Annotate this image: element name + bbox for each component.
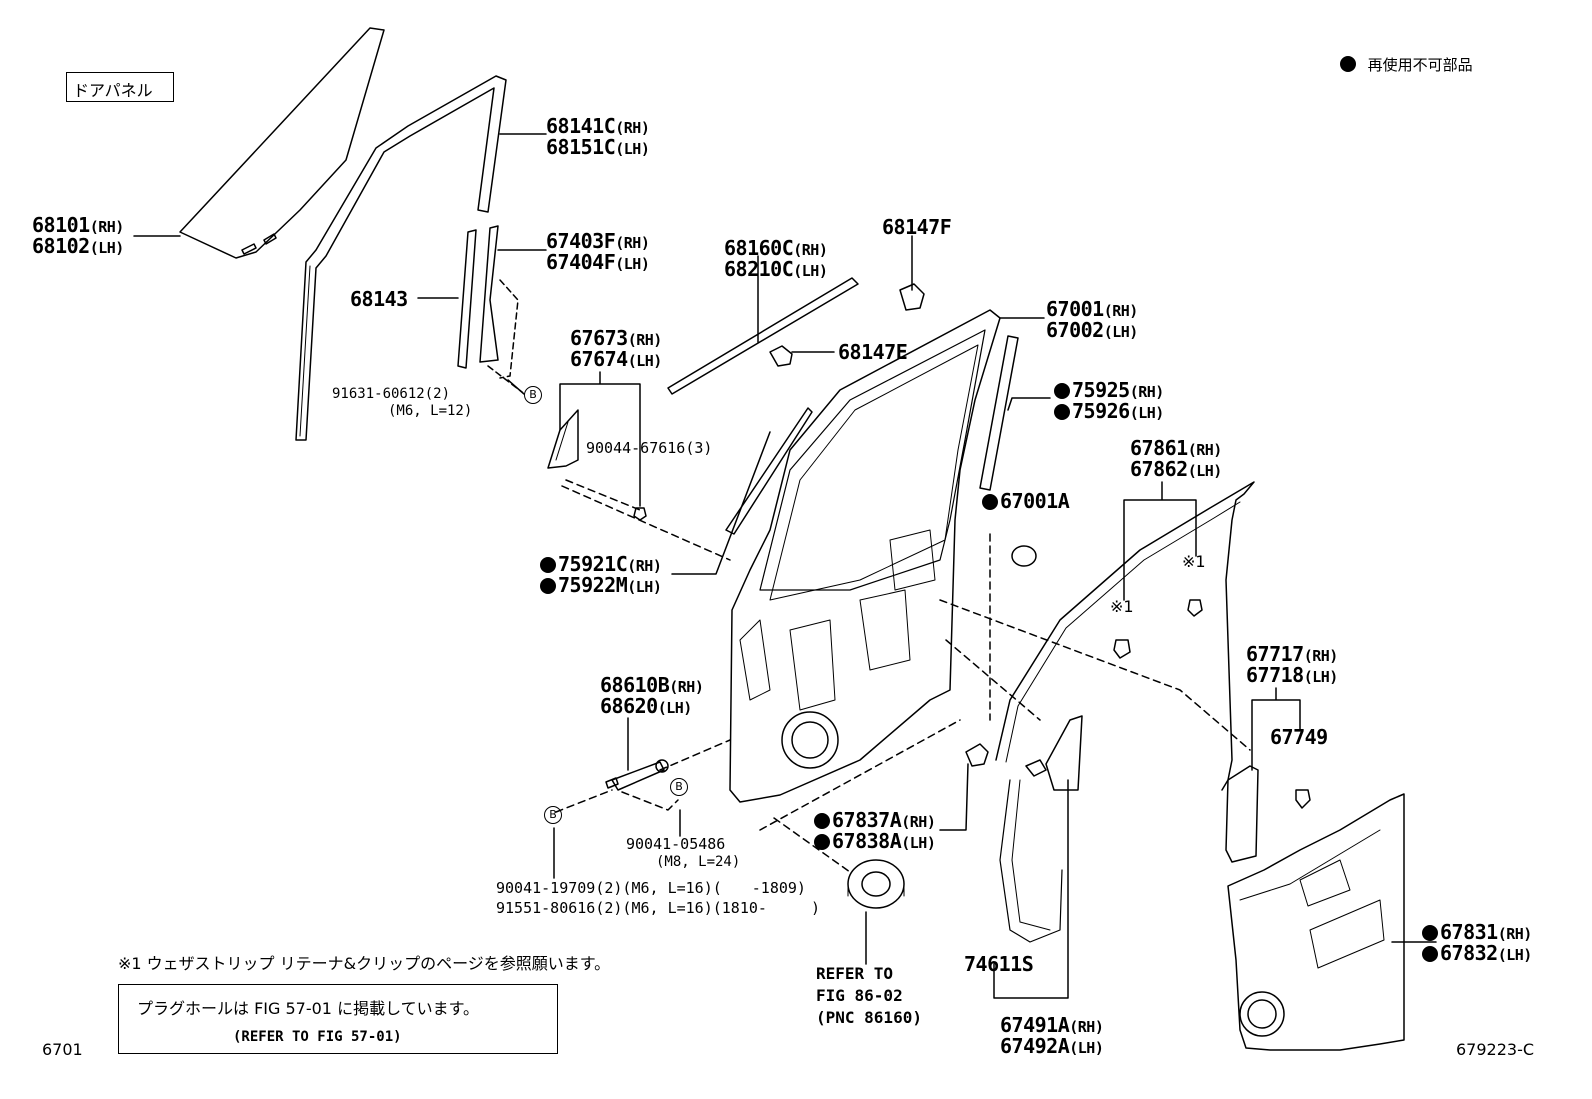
inner-handle [1045, 715, 1083, 791]
label-75925[interactable]: 75925(RH) [1054, 379, 1164, 403]
label-67837a[interactable]: 67837A(RH) [814, 809, 936, 833]
label-68101[interactable]: 68101(RH) [32, 213, 124, 237]
rear-garnish [979, 335, 1019, 491]
label-67838a[interactable]: 67838A(LH) [814, 830, 936, 854]
panel-title-box: ドアパネル [66, 72, 174, 102]
label-75921c[interactable]: 75921C(RH) [540, 553, 662, 577]
clip-68147e [769, 345, 793, 367]
label-67674[interactable]: 67674(LH) [570, 347, 662, 371]
label-68102[interactable]: 68102(LH) [32, 234, 124, 258]
label-67718[interactable]: 67718(LH) [1246, 663, 1338, 687]
label-90044[interactable]: 90044-67616(3) [586, 439, 713, 457]
label-68147e[interactable]: 68147E [838, 340, 908, 364]
label-68143[interactable]: 68143 [350, 287, 408, 311]
plug-note-line2[interactable]: (REFER TO FIG 57-01) [233, 1029, 402, 1045]
circle-b-marker: B [524, 386, 542, 404]
label-74611s[interactable]: 74611S [964, 952, 1034, 976]
non-reusable-dot-icon [1340, 56, 1356, 72]
legend-text: 再使用不可部品 [1367, 56, 1473, 74]
label-68160c[interactable]: 68160C(RH) [724, 236, 828, 260]
refer-speaker-line3: (PNC 86160) [816, 1008, 922, 1027]
label-67749[interactable]: 67749 [1270, 725, 1328, 749]
division-bar [479, 225, 499, 363]
note-ref-1b: ※1 [1110, 597, 1134, 616]
door-glass [179, 27, 385, 259]
label-67492a[interactable]: 67492A(LH) [1000, 1034, 1104, 1058]
label-68210c[interactable]: 68210C(LH) [724, 257, 828, 281]
label-91631[interactable]: 91631-60612(2) [332, 386, 451, 402]
label-67001a[interactable]: 67001A [982, 490, 1070, 512]
door-shell [729, 309, 1001, 803]
plug-note-box: プラグホールは FIG 57-01 に掲載しています。 (REFER TO FI… [118, 984, 558, 1054]
label-75922m[interactable]: 75922M(LH) [540, 574, 662, 598]
circle-b-marker: B [670, 778, 688, 796]
legend: 再使用不可部品 [1340, 54, 1473, 75]
label-90041-19709[interactable]: 90041-19709(2)(M6, L=16)(-1809) [496, 879, 806, 897]
label-91551-80616[interactable]: 91551-80616(2)(M6, L=16)(1810-) [496, 899, 820, 917]
pull-handle-pocket [1225, 765, 1259, 863]
label-67832[interactable]: 67832(LH) [1422, 942, 1532, 966]
connector [965, 743, 989, 767]
label-90041-05486[interactable]: 90041-05486 [626, 835, 726, 853]
refer-speaker-line1: REFER TO [816, 964, 894, 983]
label-67862[interactable]: 67862(LH) [1130, 457, 1222, 481]
hole-plug [1011, 545, 1037, 567]
label-67673[interactable]: 67673(RH) [570, 326, 662, 350]
speaker [847, 859, 905, 909]
label-67001[interactable]: 67001(RH) [1046, 297, 1138, 321]
footnote-weatherstrip: ※1 ウェザストリップ リテーナ&クリップのページを参照願います。 [118, 954, 611, 973]
note-ref-1a: ※1 [1182, 552, 1206, 571]
mirror-cover [547, 409, 579, 469]
label-75926[interactable]: 75926(LH) [1054, 400, 1164, 424]
figure-number: 6701 [42, 1040, 83, 1059]
label-67002[interactable]: 67002(LH) [1046, 318, 1138, 342]
label-67491a[interactable]: 67491A(RH) [1000, 1013, 1104, 1037]
door-weatherstrip [995, 481, 1255, 791]
panel-title: ドアパネル [73, 81, 153, 100]
label-67831[interactable]: 67831(RH) [1422, 921, 1532, 945]
plug-note-line1: プラグホールは FIG 57-01 に掲載しています。 [137, 999, 479, 1018]
label-90041-05486-spec: (M8, L=24) [656, 854, 741, 870]
circle-b-marker: B [544, 806, 562, 824]
label-67404f[interactable]: 67404F(LH) [546, 250, 650, 274]
label-91631-spec: (M6, L=12) [388, 403, 473, 419]
belt-moulding [667, 277, 859, 395]
rear-lower-channel [457, 229, 477, 369]
label-68141c[interactable]: 68141C(RH) [546, 114, 650, 138]
label-67717[interactable]: 67717(RH) [1246, 642, 1338, 666]
label-68147f[interactable]: 68147F [882, 215, 952, 239]
refer-speaker-line2[interactable]: FIG 86-02 [816, 986, 903, 1005]
label-68610b[interactable]: 68610B(RH) [600, 673, 704, 697]
door-trim-board [1227, 793, 1405, 1051]
door-check [605, 759, 669, 791]
label-68151c[interactable]: 68151C(LH) [546, 135, 650, 159]
label-67403f[interactable]: 67403F(RH) [546, 229, 650, 253]
label-68620[interactable]: 68620(LH) [600, 694, 692, 718]
illustration-code: 679223-C [1456, 1040, 1535, 1059]
label-67861[interactable]: 67861(RH) [1130, 436, 1222, 460]
glass-run-channel [295, 75, 507, 441]
